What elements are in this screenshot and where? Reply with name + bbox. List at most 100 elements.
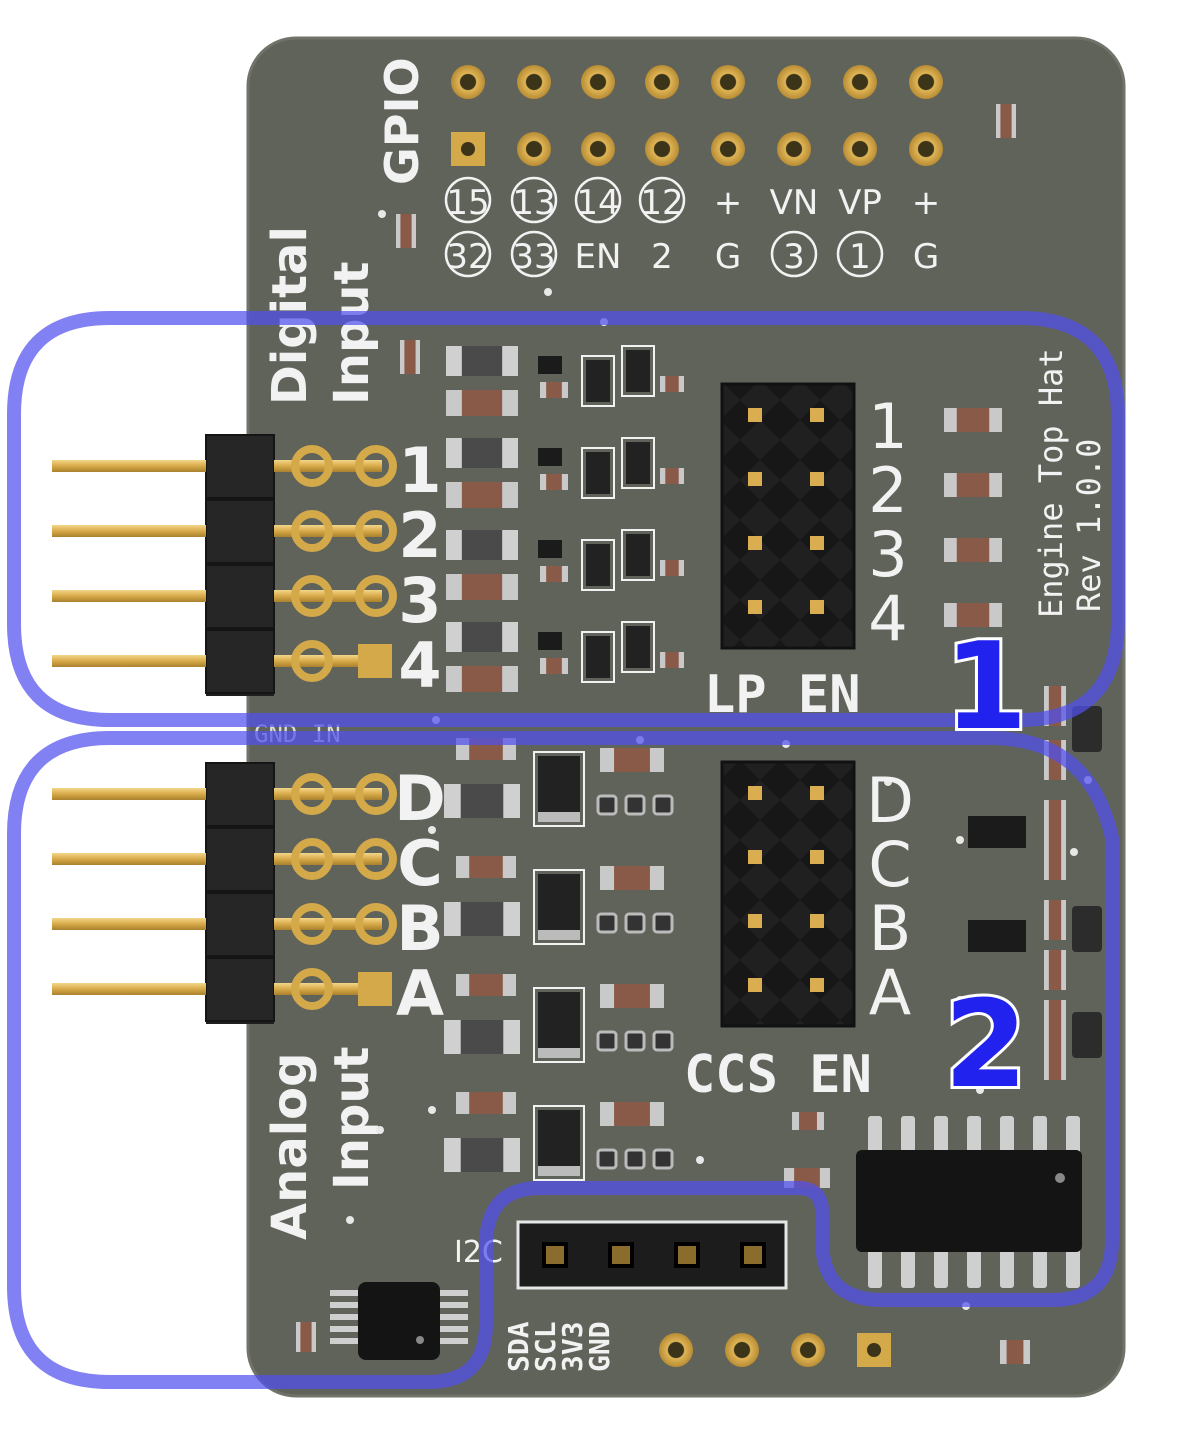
lp-en-jumper-block[interactable] [720,382,856,650]
via [346,1216,354,1224]
bottom-pad [791,1333,825,1367]
via [1070,848,1078,856]
resistor-cap [502,856,516,878]
capacitor [444,902,520,936]
resistor [1044,950,1066,990]
small-transistor [538,540,562,558]
resistor-cap [1023,1340,1030,1364]
resistor-cap [660,468,666,484]
resistor-cap [1044,740,1049,780]
region-2-highlight [7,731,1119,1389]
i2c-connector[interactable] [516,1220,788,1290]
resistor [446,482,518,508]
gpio-top-label: 15 [446,183,489,223]
i2c-pin[interactable] [542,1242,568,1268]
jumper-housing[interactable] [720,382,856,650]
resistor-cap [415,340,420,374]
gpio-pad [645,132,679,166]
resistor [1044,800,1066,840]
board-rev-label: Rev 1.0.0 [1070,439,1108,612]
jumper-pin[interactable] [810,408,824,422]
resistor [792,1112,824,1130]
pin-circle-marker [510,230,558,278]
resistor-cap [411,214,416,248]
jumper-housing[interactable] [720,760,856,1028]
i2c-pin-label: SDA [502,1321,535,1372]
gpio-pad [843,132,877,166]
capacitor-cap [446,346,462,376]
analog-input-label-line2: Input [324,1046,380,1190]
jumper-pin[interactable] [810,600,824,614]
pin-circle-marker [836,230,884,278]
header-pad [355,903,397,945]
jumper-pin[interactable] [748,600,762,614]
gpio-top-label: + [714,183,743,223]
tiny-capacitor [652,1030,674,1052]
header-cell [205,957,275,1022]
region-number-1: 1 [944,618,1028,757]
resistor [1044,1000,1066,1040]
via [428,826,436,834]
diode-outline [621,529,655,581]
jumper-pin[interactable] [748,850,762,864]
jumper-pin[interactable] [748,978,762,992]
resistor-cap [1011,104,1016,138]
diode-outline [621,621,655,673]
gpio-bottom-label: 32 [446,237,489,277]
gpio-pad [711,65,745,99]
i2c-pin[interactable] [608,1242,634,1268]
header-pin [52,525,206,537]
header-cell [205,564,275,629]
jumper-pin[interactable] [810,786,824,800]
resistor-cap [446,390,462,416]
resistor-cap [561,474,568,490]
resistor [446,666,518,692]
resistor-cap [600,866,615,890]
jumper-channel-label: A [869,956,911,1029]
resistor [660,376,684,392]
analog-input-label-line1: Analog [262,1053,318,1241]
resistor [660,652,684,668]
capacitor [446,438,518,468]
board-name-label: Engine Top Hat [1032,348,1070,618]
i2c-pin[interactable] [740,1242,766,1268]
sot23-transistor [968,816,1026,848]
capacitor-cap [446,622,462,652]
header-cell [205,762,275,827]
resistor-cap [660,652,666,668]
resistor-cap [502,974,516,996]
header-cell [205,434,275,499]
capacitor [446,530,518,560]
jumper-pin[interactable] [748,472,762,486]
jumper-pin[interactable] [748,786,762,800]
pin-circle-marker [638,176,686,224]
header-pin [52,590,206,602]
resistor [446,390,518,416]
jumper-pin[interactable] [748,408,762,422]
jumper-pin[interactable] [810,536,824,550]
jumper-pin[interactable] [748,914,762,928]
resistor-cap [561,658,568,674]
resistor [396,214,416,248]
resistor [540,658,568,674]
jumper-pin[interactable] [810,978,824,992]
resistor-cap [1044,840,1049,880]
ic-pin1-dot [416,1336,424,1344]
ccs-en-jumper-block[interactable] [720,760,856,1028]
tiny-capacitor [596,1030,618,1052]
diode [586,452,610,494]
pin-circle-marker [444,230,492,278]
digital-input-label-line2: Input [324,261,380,405]
ic-lead [967,1116,981,1158]
resistor-cap [502,482,518,508]
ic-pin1-dot [1055,1173,1065,1183]
i2c-pin[interactable] [674,1242,700,1268]
jumper-pin[interactable] [810,472,824,486]
jumper-pin[interactable] [748,536,762,550]
resistor [456,1092,516,1114]
jumper-pin[interactable] [810,850,824,864]
resistor-cap [678,376,684,392]
jumper-pin[interactable] [810,914,824,928]
gpio-bottom-label: 2 [651,237,673,277]
